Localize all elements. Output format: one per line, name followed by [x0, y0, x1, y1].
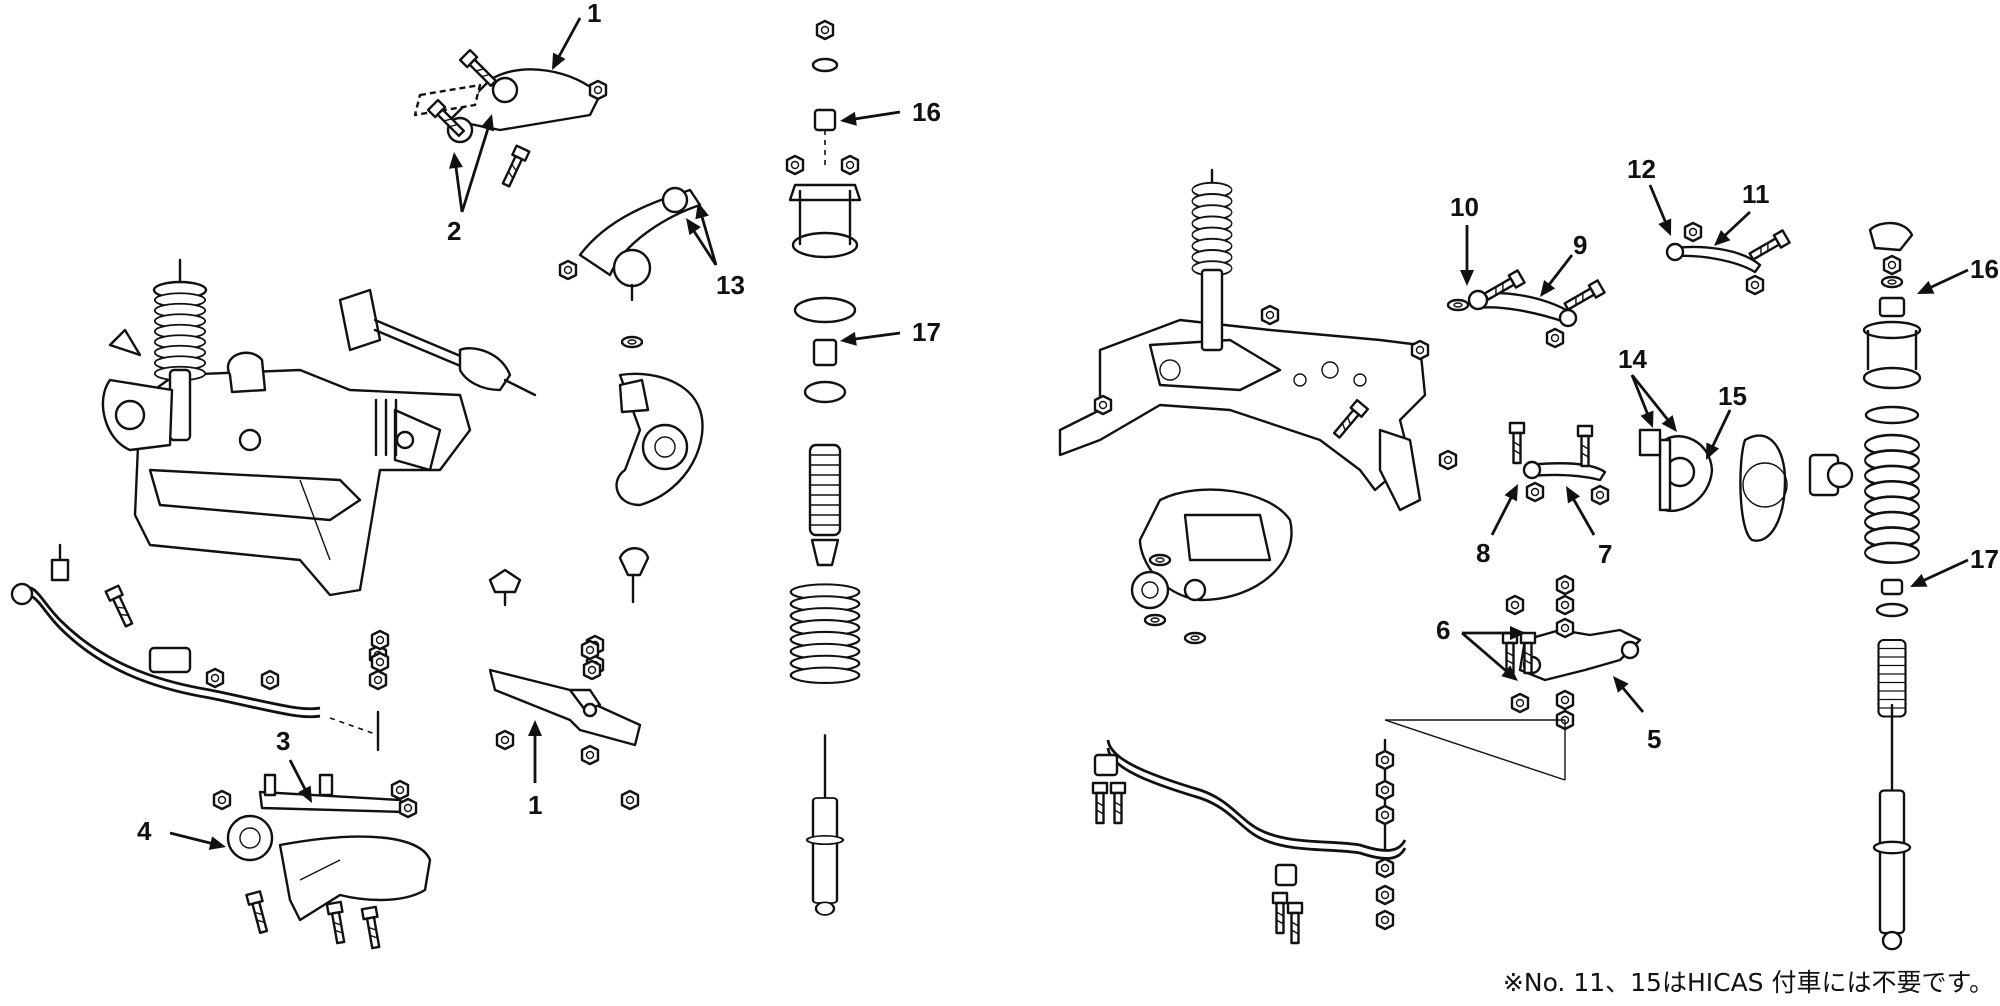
callout-7: 7 [1598, 539, 1613, 569]
front-ball-joint-parts [488, 547, 650, 607]
callout-13: 13 [716, 270, 745, 300]
rear-brake-backing-plate [1739, 434, 1788, 542]
callout-17-rear: 17 [1970, 544, 1999, 574]
callout-5: 5 [1647, 724, 1662, 754]
front-stabilizer-bar [10, 543, 380, 752]
rear-toe-link-11 [1665, 242, 1762, 274]
callout-4: 4 [137, 816, 152, 846]
callout-2: 2 [447, 216, 462, 246]
rear-knuckle-14 [1638, 428, 1714, 513]
callout-3: 3 [276, 726, 291, 756]
callout-10: 10 [1450, 192, 1479, 222]
rear-strut-assembly [1191, 168, 1233, 352]
rear-lower-arm [1518, 628, 1642, 682]
front-coilover-exploded [785, 19, 862, 917]
footnote-hicas: ※No. 11、15はHICAS 付車には不要です。 [1502, 968, 1994, 997]
callout-14: 14 [1618, 344, 1647, 374]
front-strut-assembly [101, 258, 208, 452]
differential-icon [1130, 488, 1293, 610]
callout-9: 9 [1573, 230, 1588, 260]
callout-1-lower-arm: 1 [528, 790, 543, 820]
callout-12: 12 [1627, 154, 1656, 184]
front-lower-link [226, 773, 432, 922]
rear-lower-link-7 [1522, 460, 1607, 482]
rear-hub [1808, 453, 1854, 497]
callout-leaders [169, 17, 1969, 854]
rear-suspension-member-assembly [1058, 318, 1427, 512]
callout-16-front: 16 [912, 97, 941, 127]
callout-8: 8 [1476, 538, 1491, 568]
callout-15: 15 [1718, 381, 1747, 411]
front-driveshaft [338, 288, 537, 397]
rear-coilover-exploded [1862, 221, 1922, 951]
callout-17-front: 17 [912, 317, 941, 347]
callout-11: 11 [1742, 179, 1770, 209]
rear-stabilizer-bar [1093, 719, 1566, 887]
callout-16-rear: 16 [1970, 254, 1999, 284]
callout-6: 6 [1436, 615, 1451, 645]
callout-1-upper-arm: 1 [587, 0, 602, 28]
front-upper-link-13 [578, 186, 702, 302]
front-lower-arm [488, 668, 642, 747]
front-knuckle-hub [615, 372, 704, 507]
